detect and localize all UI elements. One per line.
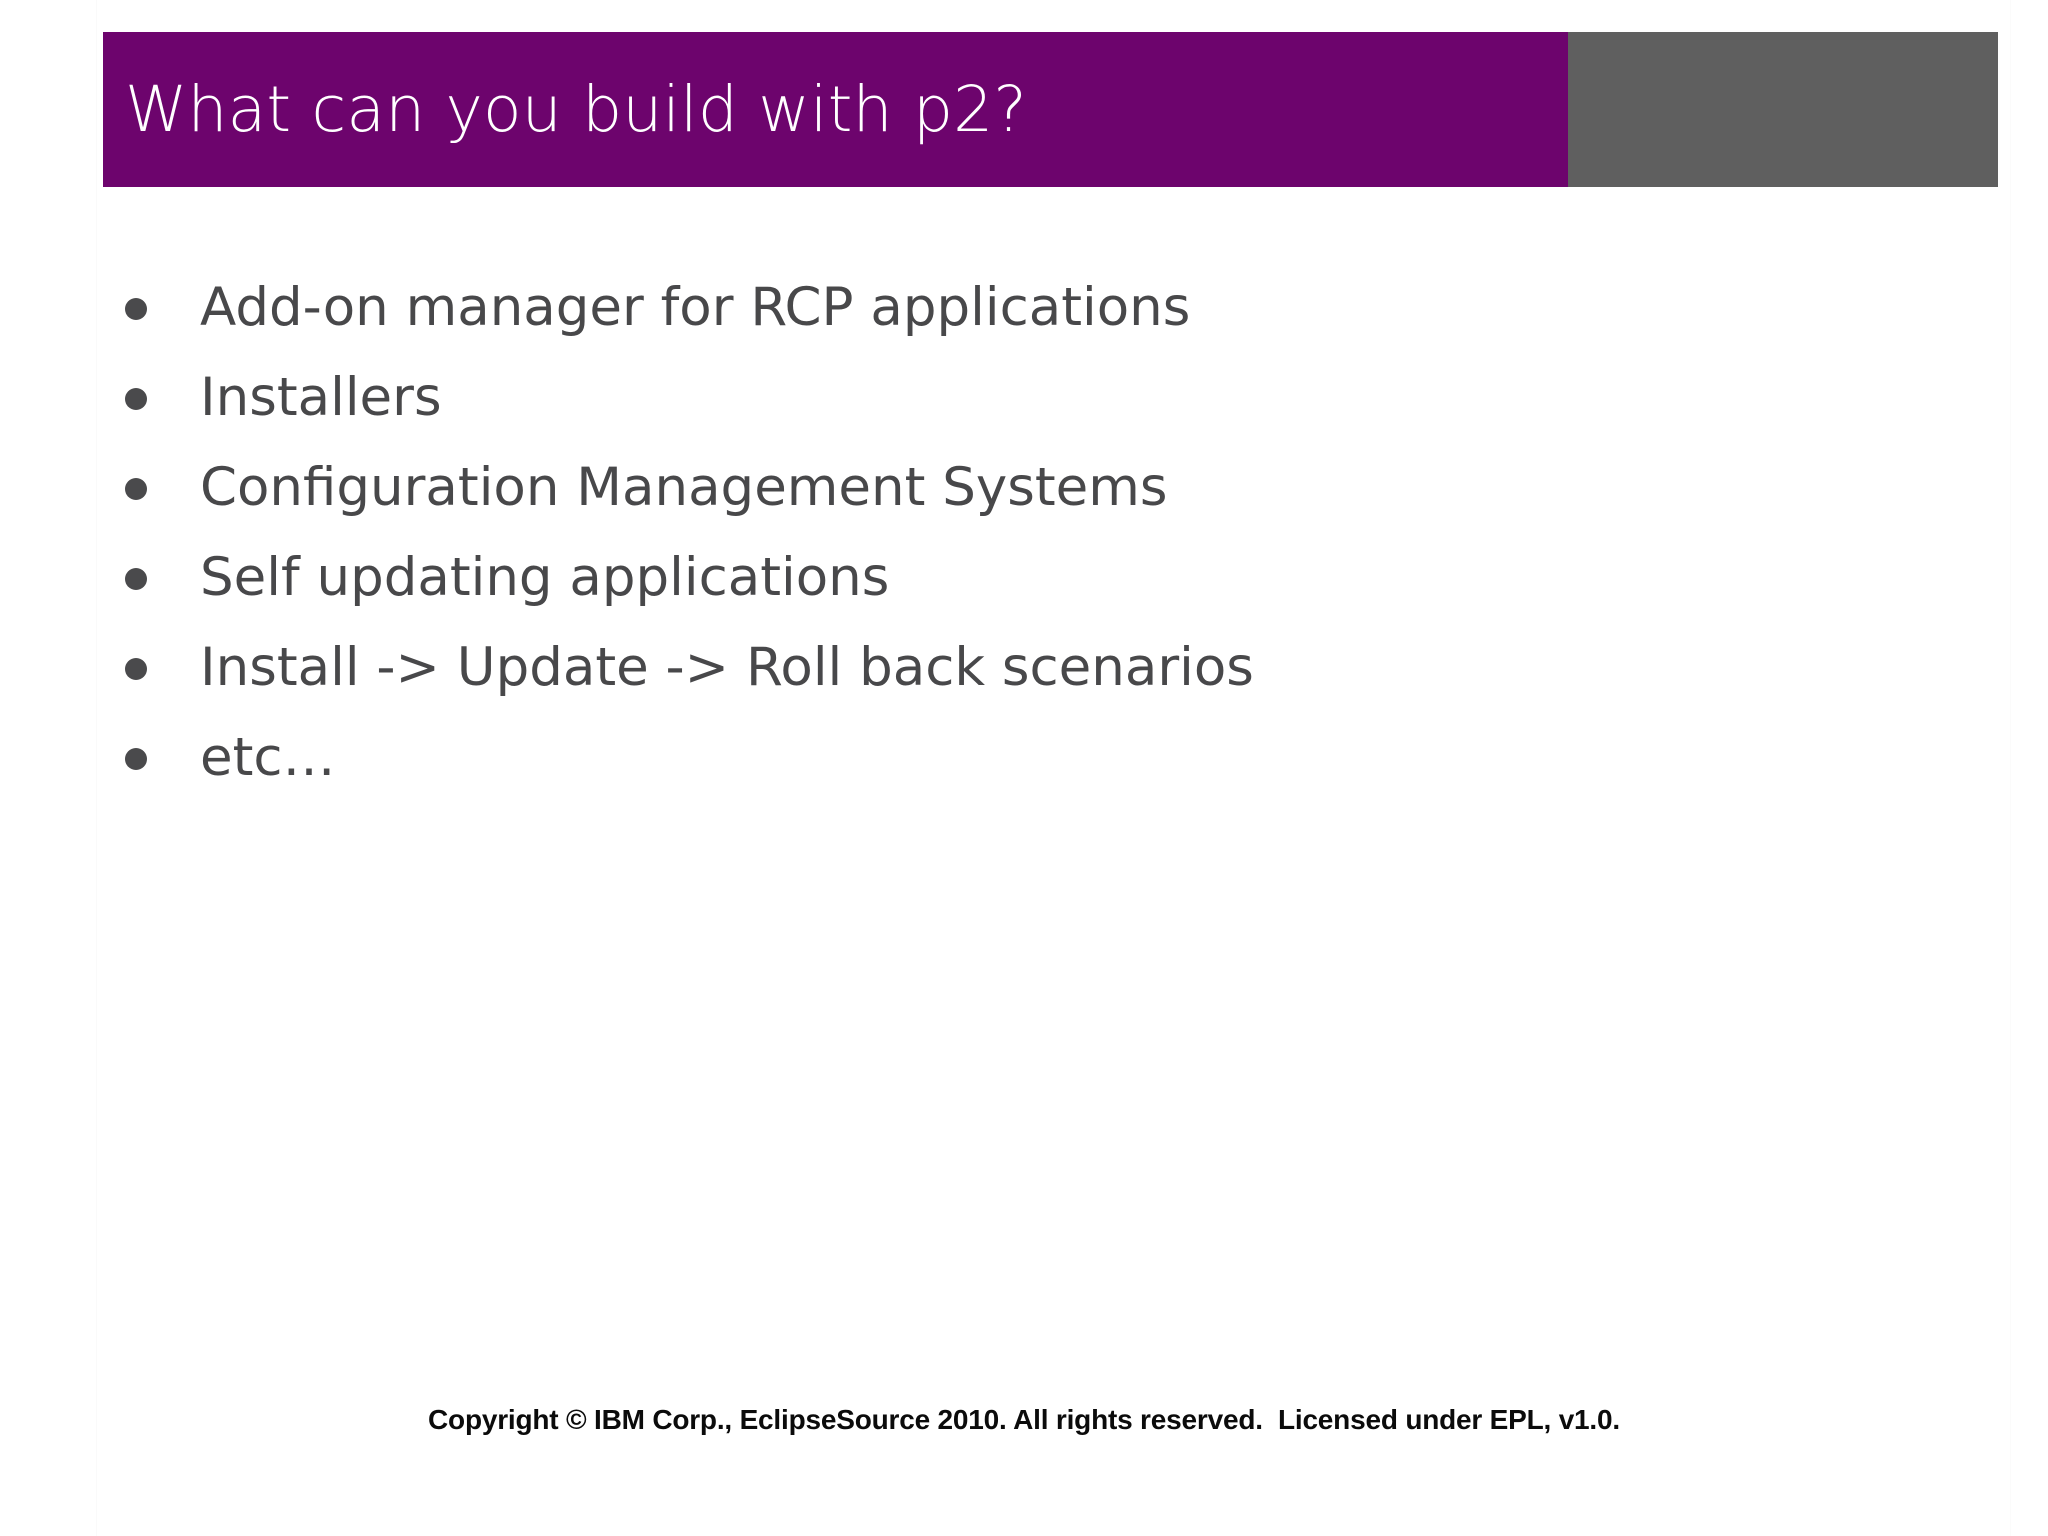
bullet-dot-icon: [125, 568, 147, 590]
list-item: Install -> Update -> Roll back scenarios: [118, 632, 1818, 722]
header-purple-block: [103, 32, 1568, 187]
list-item: Self updating applications: [118, 542, 1818, 632]
list-item: etc…: [118, 722, 1818, 812]
list-item-label: Self updating applications: [200, 547, 890, 608]
bullet-dot-icon: [125, 478, 147, 500]
list-item-label: Add-on manager for RCP applications: [200, 277, 1191, 338]
list-item: Add-on manager for RCP applications: [118, 272, 1818, 362]
slide-header: What can you build with p2?: [103, 32, 1998, 187]
bullet-dot-icon: [125, 298, 147, 320]
list-item: Configuration Management Systems: [118, 452, 1818, 542]
page-title: What can you build with p2?: [125, 73, 1028, 146]
bullet-dot-icon: [125, 658, 147, 680]
slide-right-edge: [2010, 0, 2011, 1536]
list-item-label: Configuration Management Systems: [200, 457, 1168, 518]
header-gray-block: [1568, 32, 1998, 187]
slide-left-edge: [96, 0, 97, 1536]
list-item-label: Installers: [200, 367, 442, 428]
list-item-label: Install -> Update -> Roll back scenarios: [200, 637, 1254, 698]
list-item: Installers: [118, 362, 1818, 452]
bullet-dot-icon: [125, 748, 147, 770]
bullet-list: Add-on manager for RCP applications Inst…: [118, 272, 1818, 812]
copyright-notice: Copyright © IBM Corp., EclipseSource 201…: [428, 1404, 1620, 1435]
list-item-label: etc…: [200, 727, 336, 788]
bullet-dot-icon: [125, 388, 147, 410]
